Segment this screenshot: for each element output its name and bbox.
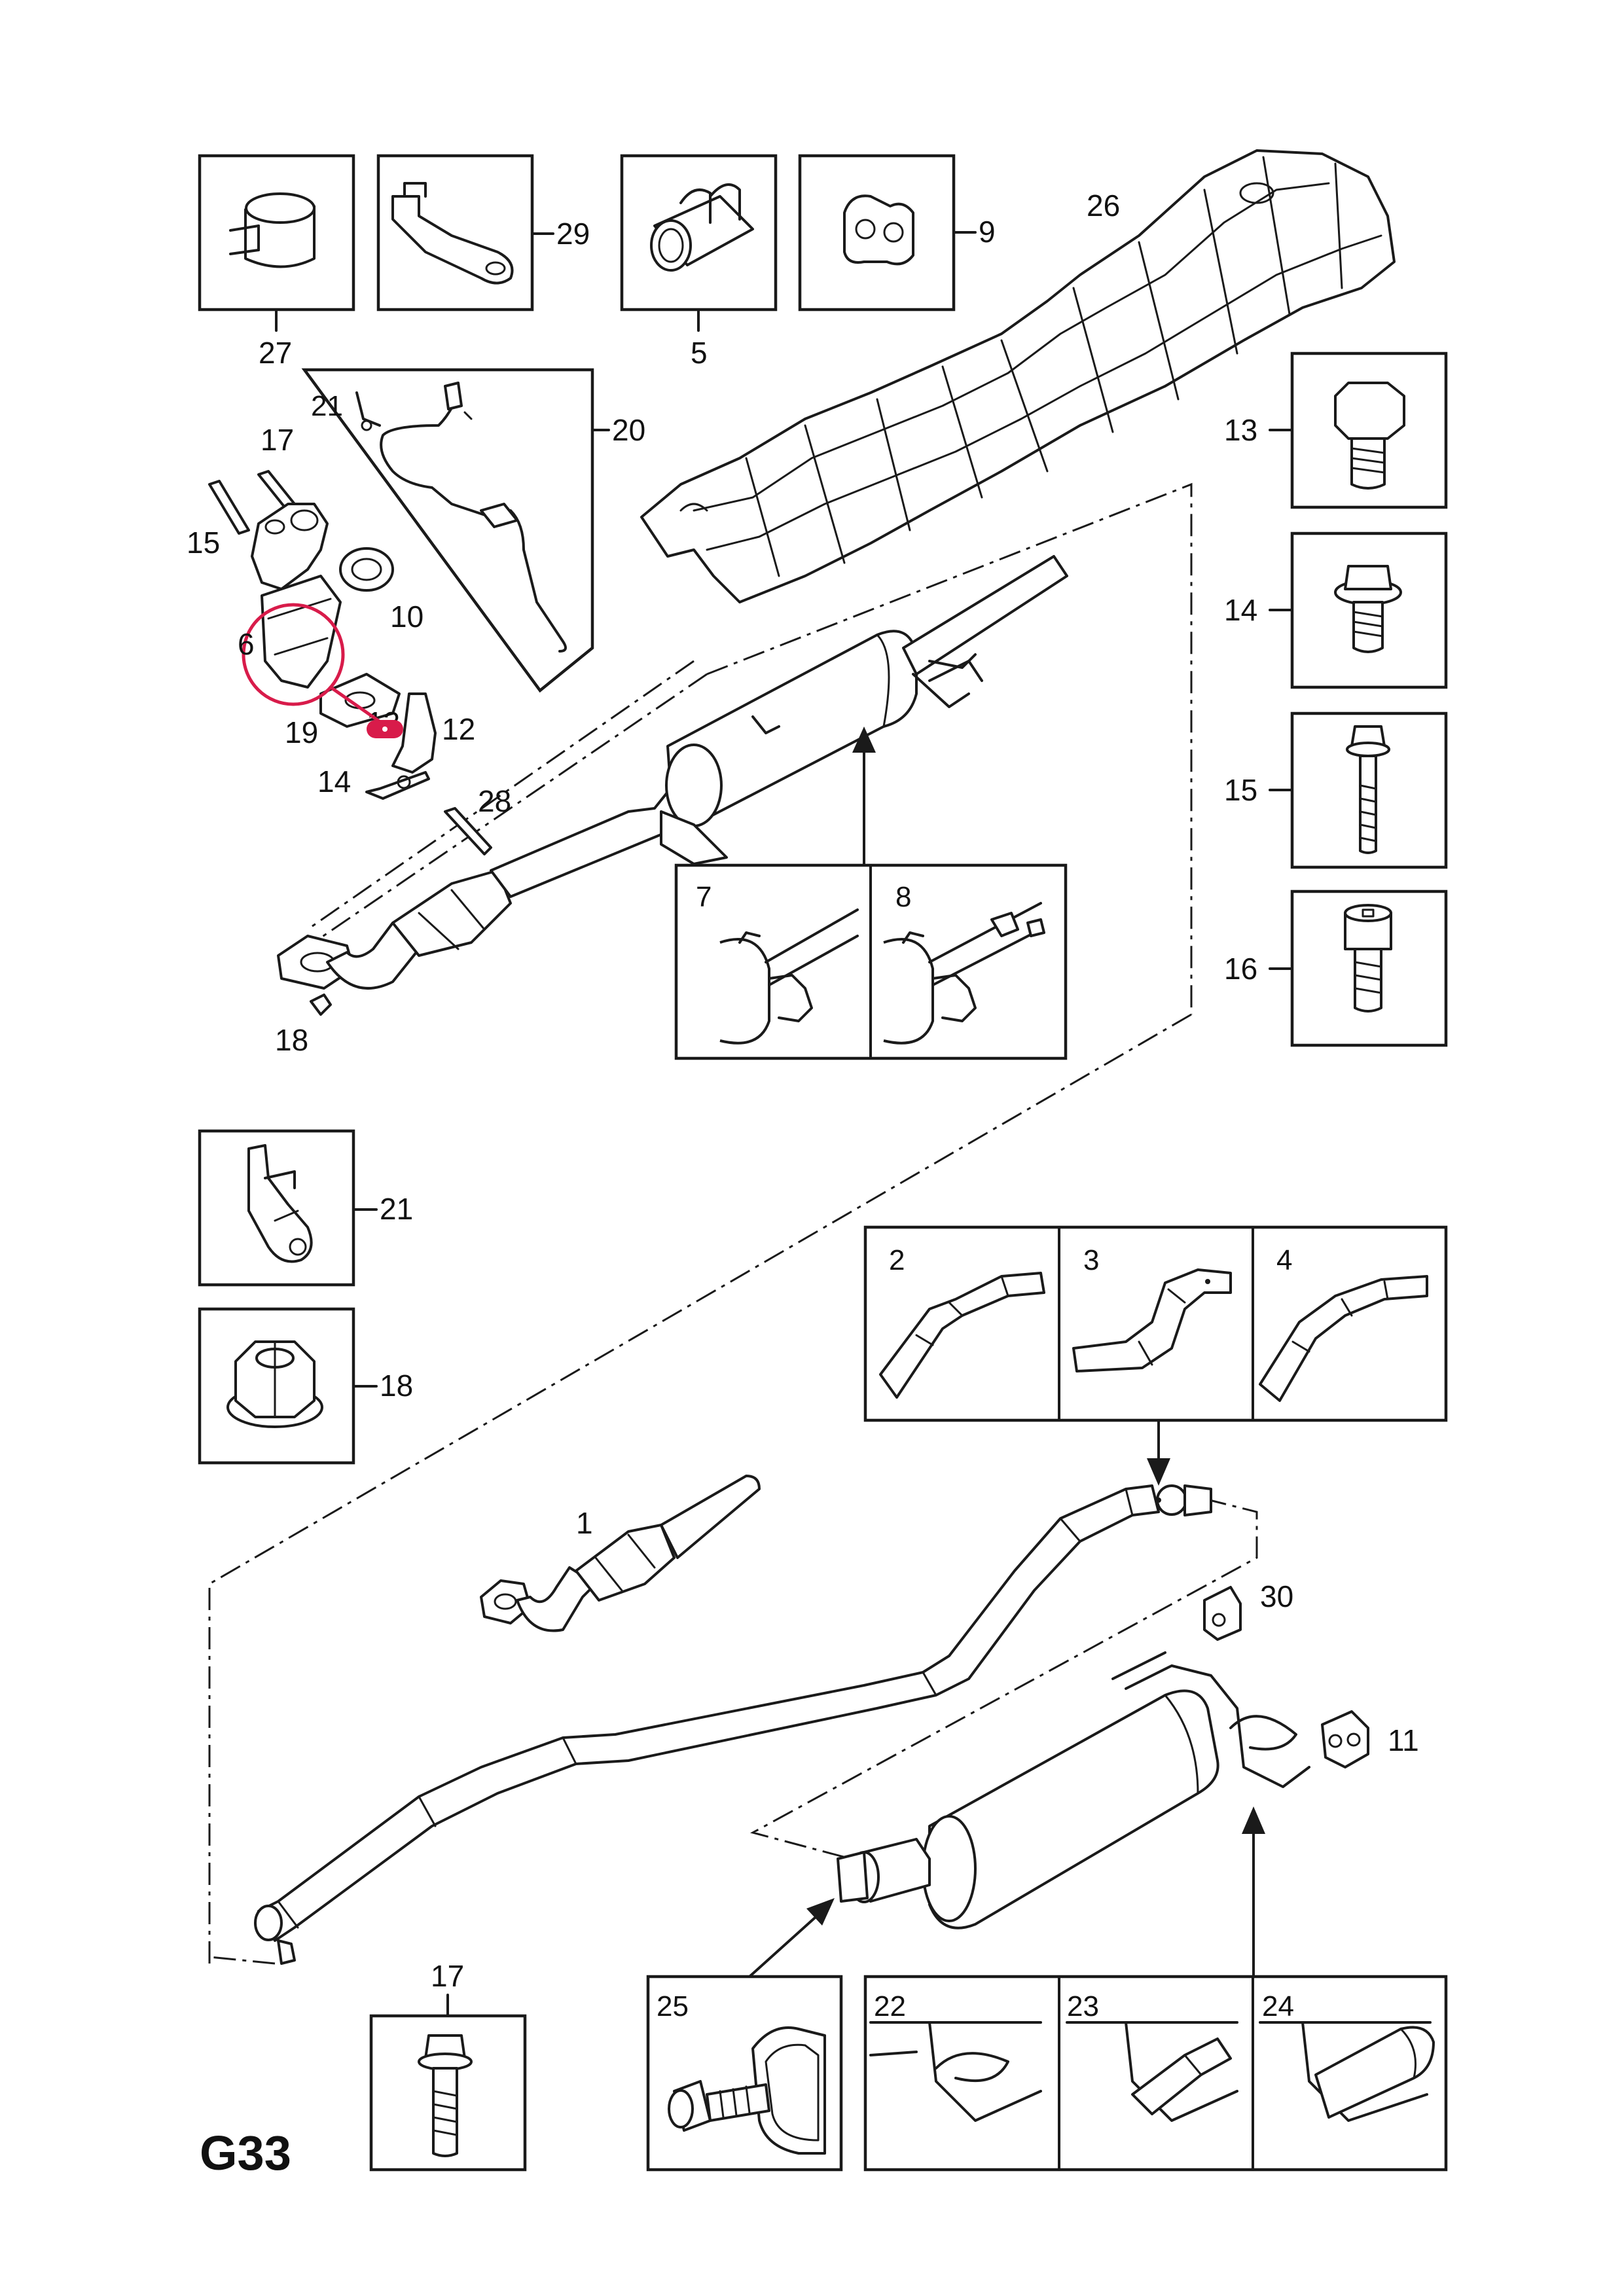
panel-label-2: 2 bbox=[889, 1244, 905, 1276]
tail-pipe-variant-23-icon bbox=[1066, 2021, 1238, 2122]
manifold-catalyst-assembly[interactable] bbox=[208, 470, 492, 855]
rear-clamp-25-icon bbox=[668, 2026, 826, 2155]
callout-11: 11 bbox=[1388, 1723, 1419, 1757]
bracket-21-icon bbox=[247, 1144, 313, 1263]
gasket-19-icon bbox=[319, 673, 401, 728]
hex-bolt-13-icon bbox=[1334, 382, 1405, 490]
panel-label-22: 22 bbox=[874, 1990, 906, 2022]
arrow-to-center-muffler bbox=[852, 726, 876, 867]
sensor-28-icon bbox=[444, 807, 492, 855]
bolt-14-icon bbox=[365, 771, 430, 800]
part-box-27[interactable] bbox=[198, 154, 355, 312]
tail-pipe-variant-22-icon bbox=[869, 2021, 1042, 2122]
part-box-20[interactable] bbox=[301, 368, 594, 693]
panel-label-23: 23 bbox=[1067, 1990, 1099, 2022]
part-box-17[interactable] bbox=[369, 2014, 527, 2172]
callout-20: 20 bbox=[612, 413, 645, 447]
part-box-18[interactable] bbox=[198, 1307, 355, 1465]
circle-highlight-icon bbox=[242, 603, 345, 706]
callout-30: 30 bbox=[1260, 1579, 1293, 1613]
callout-21: 21 bbox=[380, 1192, 413, 1226]
front-pipe-1[interactable] bbox=[480, 1475, 761, 1632]
part-box-21[interactable] bbox=[198, 1129, 355, 1287]
arrow-to-tail-pipe bbox=[1242, 1806, 1265, 1978]
callout-18: 18 bbox=[275, 1023, 308, 1057]
part-box-15[interactable] bbox=[1290, 711, 1448, 869]
callout-17-main: 17 bbox=[431, 1959, 464, 1993]
long-bolt-15-icon bbox=[1346, 725, 1390, 854]
gasket-10-icon bbox=[339, 547, 394, 592]
variant-panel-25[interactable] bbox=[646, 1975, 843, 2172]
callout-12: 12 bbox=[442, 712, 475, 746]
callout-27: 27 bbox=[259, 336, 292, 370]
callout-6: 6 bbox=[238, 627, 255, 661]
panel-label-3: 3 bbox=[1083, 1244, 1099, 1276]
callout-10: 10 bbox=[390, 600, 424, 634]
callout-26: 26 bbox=[1087, 188, 1120, 223]
variant-panel-2-3-4[interactable] bbox=[863, 1225, 1448, 1422]
heat-shield-26[interactable] bbox=[640, 149, 1396, 603]
muffler-variant-7-icon bbox=[719, 908, 859, 1045]
callout-13-main: 13 bbox=[1224, 413, 1257, 447]
double-clamp-5-icon bbox=[650, 183, 754, 272]
part-box-16[interactable] bbox=[1290, 889, 1448, 1047]
tail-pipe-variant-24-icon bbox=[1259, 2021, 1435, 2122]
pipe-variant-3-icon bbox=[1072, 1268, 1232, 1372]
flange-nut-18-icon bbox=[226, 1340, 323, 1428]
bracket-12-icon bbox=[391, 692, 437, 774]
panel-label-25: 25 bbox=[657, 1990, 689, 2022]
hanger-11[interactable] bbox=[1321, 1710, 1369, 1768]
arrow-to-rear-pipe bbox=[1147, 1419, 1170, 1486]
part-box-29[interactable] bbox=[376, 154, 534, 312]
rear-muffler[interactable] bbox=[837, 1651, 1310, 1929]
callout-14-main: 14 bbox=[1224, 593, 1257, 627]
highlight-marker[interactable] bbox=[242, 603, 403, 738]
variant-panel-22-23-24[interactable] bbox=[863, 1975, 1448, 2172]
part-box-5[interactable] bbox=[620, 154, 778, 312]
nut-18-icon bbox=[310, 994, 332, 1016]
callout-14: 14 bbox=[317, 764, 351, 798]
callout-16: 16 bbox=[1224, 952, 1257, 986]
clamp-27-icon bbox=[229, 192, 316, 268]
callout-18-main: 18 bbox=[380, 1369, 413, 1403]
bracket-29-icon bbox=[391, 182, 514, 285]
socket-bolt-16-icon bbox=[1344, 904, 1392, 1013]
callout-15-main: 15 bbox=[1224, 773, 1257, 807]
flange-bolt-17-icon bbox=[418, 2034, 473, 2157]
callout-9: 9 bbox=[979, 215, 996, 249]
panel-label-24: 24 bbox=[1262, 1990, 1294, 2022]
hanger-30[interactable] bbox=[1203, 1586, 1242, 1641]
callout-5: 5 bbox=[691, 336, 708, 370]
muffler-variant-8-icon bbox=[883, 902, 1045, 1045]
callout-29: 29 bbox=[556, 217, 590, 251]
arrow-to-rear-clamp bbox=[748, 1898, 835, 1978]
part-box-14[interactable] bbox=[1290, 531, 1448, 689]
part-box-13[interactable] bbox=[1290, 351, 1448, 509]
callout-17: 17 bbox=[261, 423, 294, 457]
part-box-9[interactable] bbox=[798, 154, 956, 312]
pipe-variant-2-icon bbox=[879, 1272, 1045, 1399]
bolt-17-icon bbox=[257, 470, 296, 509]
hanger-9-icon bbox=[843, 194, 914, 266]
callout-21-inner: 21 bbox=[311, 390, 343, 422]
panel-label-8: 8 bbox=[895, 881, 911, 913]
variant-panel-7-8[interactable] bbox=[674, 863, 1068, 1060]
callout-19: 19 bbox=[285, 715, 318, 749]
assembly-guide-lines bbox=[208, 482, 1258, 1965]
callout-28: 28 bbox=[478, 784, 511, 818]
oxygen-sensor-20-icon bbox=[355, 382, 567, 653]
mid-pipe-assembly[interactable] bbox=[254, 1484, 1212, 1965]
panel-label-7: 7 bbox=[696, 881, 712, 913]
panel-label-4: 4 bbox=[1276, 1244, 1292, 1276]
bolt-15-icon bbox=[208, 480, 250, 535]
front-pipe-with-center-muffler[interactable] bbox=[277, 555, 1068, 1016]
callout-15: 15 bbox=[187, 526, 220, 560]
page-code: G33 bbox=[200, 2126, 291, 2180]
pipe-variant-4-icon bbox=[1259, 1275, 1428, 1402]
flange-bolt-14-icon bbox=[1334, 565, 1402, 653]
callout-1: 1 bbox=[576, 1506, 593, 1540]
